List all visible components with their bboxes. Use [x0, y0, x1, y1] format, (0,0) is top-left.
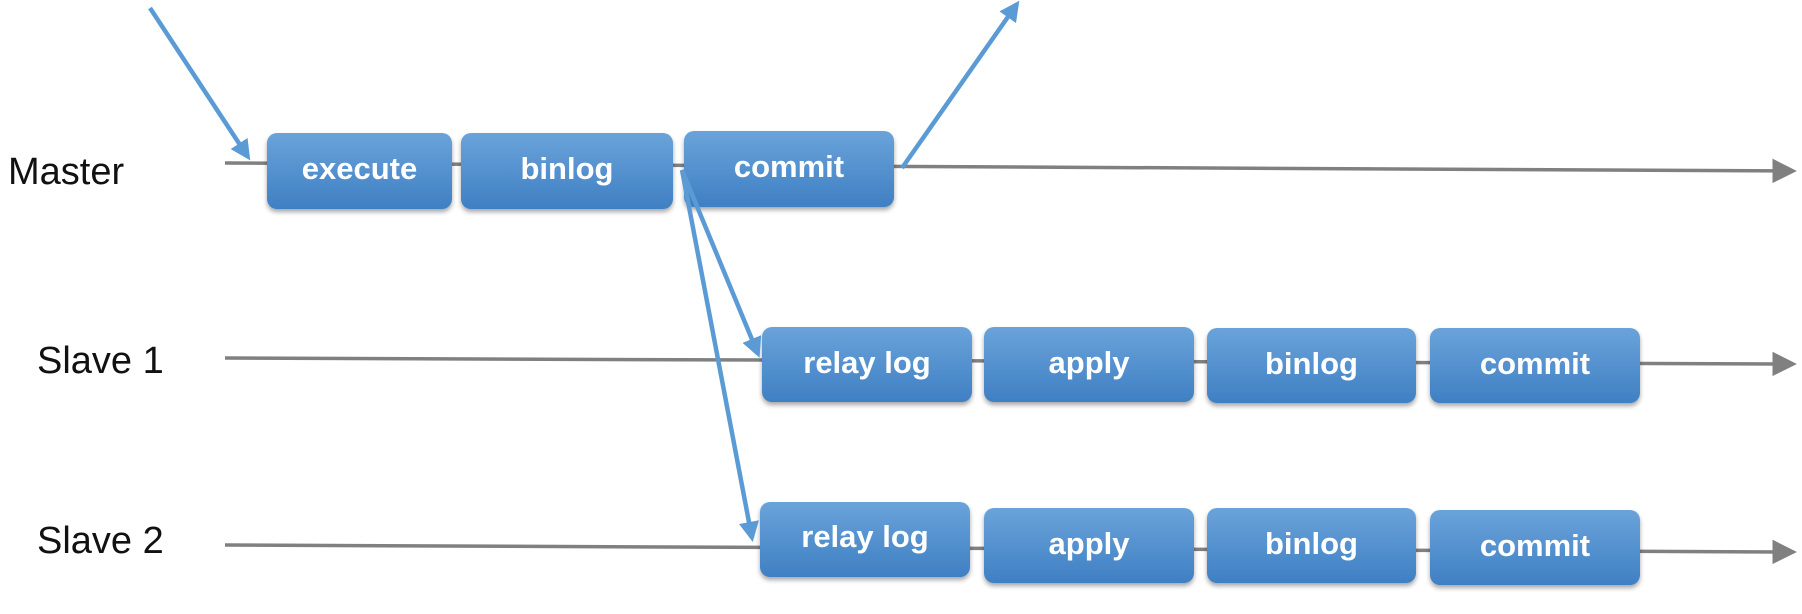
replicate-to-slave2-arrow: [679, 169, 759, 542]
master-label: Master: [8, 151, 124, 193]
slave2-step-relay-log-label: relay log: [801, 519, 929, 554]
master-step-binlog: binlog: [461, 133, 673, 209]
slave2-step-commit-label: commit: [1480, 528, 1590, 563]
master-step-commit-label: commit: [734, 149, 844, 184]
incoming-request-arrow: [148, 6, 251, 161]
slave1-step-commit: commit: [1430, 328, 1640, 403]
response-arrow: [900, 0, 1020, 170]
slave1-step-binlog: binlog: [1207, 328, 1416, 403]
master-step-commit: commit: [684, 131, 894, 207]
master-timeline: [224, 158, 1797, 184]
slave1-step-binlog-label: binlog: [1265, 346, 1358, 381]
slave1-step-relay-log: relay log: [762, 327, 972, 402]
slave1-step-relay-log-label: relay log: [803, 345, 931, 380]
master-step-execute: execute: [267, 133, 452, 209]
master-step-execute-label: execute: [302, 151, 417, 186]
slave1-step-apply: apply: [984, 327, 1194, 402]
slave2-step-binlog: binlog: [1207, 508, 1416, 583]
slave2-step-binlog-label: binlog: [1265, 526, 1358, 561]
master-step-binlog-label: binlog: [521, 151, 614, 186]
slave2-step-commit: commit: [1430, 510, 1640, 585]
replicate-to-slave1-arrow: [679, 169, 762, 358]
slave1-label: Slave 1: [37, 340, 164, 382]
slave1-step-apply-label: apply: [1049, 345, 1131, 380]
slave2-step-apply-label: apply: [1049, 526, 1131, 561]
slave2-step-relay-log: relay log: [760, 502, 970, 577]
slave1-step-commit-label: commit: [1480, 346, 1590, 381]
slave2-label: Slave 2: [37, 520, 164, 562]
slave2-step-apply: apply: [984, 508, 1194, 583]
